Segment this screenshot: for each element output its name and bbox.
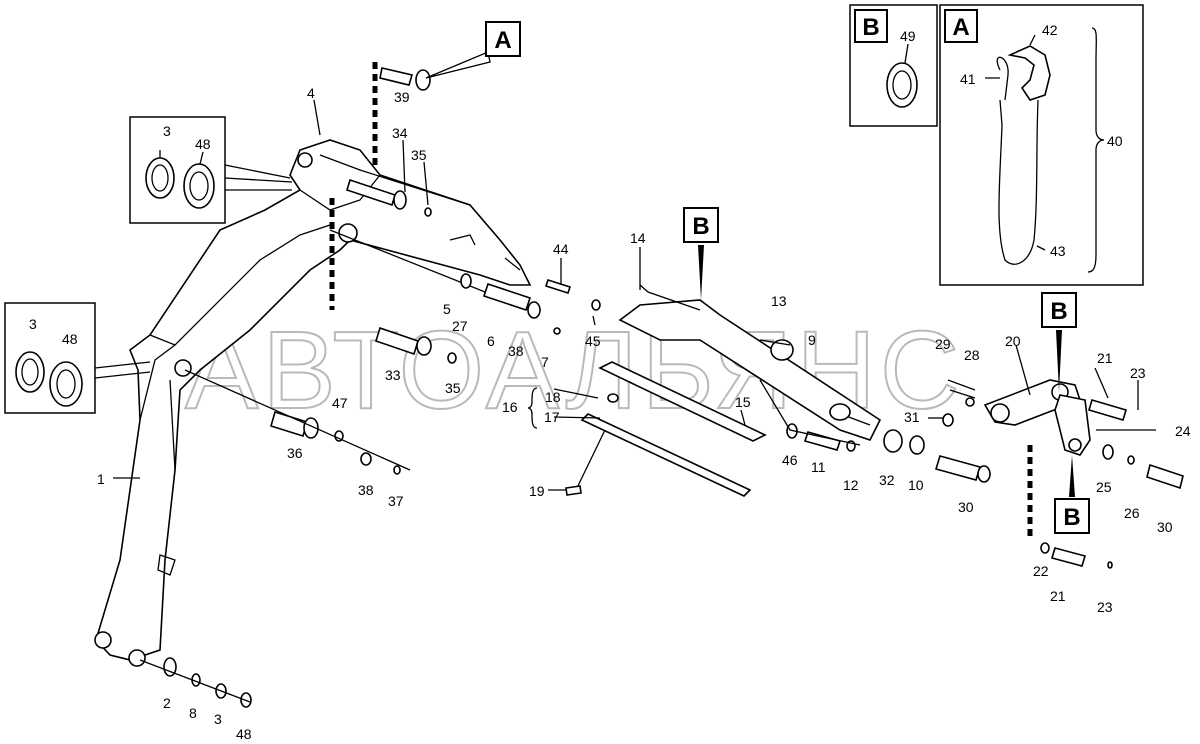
ref-box-b-right-top-label: B: [1050, 298, 1067, 325]
callout-6: 6: [487, 333, 495, 349]
callout-38-low: 38: [358, 482, 374, 498]
ref-box-b-right-bottom-label: B: [1063, 504, 1080, 531]
callout-20: 20: [1005, 333, 1021, 349]
callout-35-mid: 35: [445, 380, 461, 396]
callout-1: 1: [97, 471, 105, 487]
callout-29: 29: [935, 336, 951, 352]
callout-41: 41: [960, 71, 976, 87]
ref-box-b-center-label: B: [692, 213, 709, 240]
callout-48-top: 48: [195, 136, 211, 152]
inset-box-a-label: A: [952, 14, 969, 41]
callout-3-bottom: 3: [214, 711, 222, 727]
callout-39: 39: [394, 89, 410, 105]
callout-23-bottom: 23: [1097, 599, 1113, 615]
callout-4: 4: [307, 85, 315, 101]
callout-40: 40: [1107, 133, 1123, 149]
callout-36: 36: [287, 445, 303, 461]
callout-10: 10: [908, 477, 924, 493]
ref-box-a-main: A: [425, 21, 521, 79]
callout-2: 2: [163, 695, 171, 711]
callout-11: 11: [811, 459, 826, 475]
callout-35-top: 35: [411, 147, 427, 163]
callout-43: 43: [1050, 243, 1066, 259]
callout-5: 5: [443, 301, 451, 317]
cylinder-assembly: [565, 284, 882, 497]
callout-28: 28: [964, 347, 980, 363]
bottom-right-pin-set: [1040, 542, 1113, 569]
callout-49: 49: [900, 28, 916, 44]
callout-19: 19: [529, 483, 545, 499]
callout-8: 8: [189, 705, 197, 721]
callout-7: 7: [541, 354, 549, 370]
callout-13: 13: [771, 293, 787, 309]
bracket-16: [527, 387, 538, 429]
callout-44: 44: [553, 241, 569, 257]
ref-box-a-main-label: A: [494, 27, 511, 54]
right-pin-set: [759, 379, 991, 483]
callout-37: 37: [388, 493, 404, 509]
callout-25: 25: [1096, 479, 1112, 495]
callout-labels: 1 2 3 3 3 4 5 6 7 8 9 10 11 12 13 14 15 …: [29, 22, 1191, 742]
ref-box-b-right-bottom: B: [1054, 455, 1090, 534]
callout-16: 16: [502, 399, 518, 415]
callout-21-top: 21: [1097, 350, 1113, 366]
callout-47: 47: [332, 395, 348, 411]
callout-34: 34: [392, 125, 408, 141]
callout-26: 26: [1124, 505, 1140, 521]
linkage-assembly: [947, 379, 1184, 490]
callout-21-bottom: 21: [1050, 588, 1066, 604]
callout-14: 14: [630, 230, 646, 246]
mid-pin-set: [460, 273, 601, 335]
callout-48-left: 48: [62, 331, 78, 347]
callout-9: 9: [808, 332, 816, 348]
callout-23-top: 23: [1130, 365, 1146, 381]
callout-24: 24: [1175, 423, 1191, 439]
callout-45: 45: [585, 333, 601, 349]
callout-12: 12: [843, 477, 859, 493]
inset-box-b-label: B: [862, 14, 879, 41]
callout-17: 17: [544, 409, 560, 425]
washer-box-left: [4, 302, 151, 414]
callout-33: 33: [385, 367, 401, 383]
callout-48-bottom: 48: [236, 726, 252, 742]
callout-31: 31: [904, 409, 920, 425]
callout-38-mid: 38: [508, 343, 524, 359]
callout-3-left: 3: [29, 316, 37, 332]
callout-32: 32: [879, 472, 895, 488]
callout-22: 22: [1033, 563, 1049, 579]
callout-27: 27: [452, 318, 468, 334]
top-pin-set: [346, 67, 432, 217]
washer-box-top: [129, 116, 293, 224]
callout-leaders: [113, 99, 1156, 491]
callout-42: 42: [1042, 22, 1058, 38]
inset-box-b: B: [849, 4, 938, 127]
callout-30-b: 30: [1157, 519, 1173, 535]
callout-46: 46: [782, 452, 798, 468]
ref-box-b-right-top: B: [1041, 292, 1077, 392]
inset-box-a: A: [939, 4, 1144, 286]
callout-18: 18: [545, 389, 561, 405]
callout-3-top: 3: [163, 123, 171, 139]
callout-30-a: 30: [958, 499, 974, 515]
callout-15: 15: [735, 394, 751, 410]
bottom-bushing-stack: [139, 657, 252, 708]
ref-box-b-center: B: [683, 207, 719, 300]
